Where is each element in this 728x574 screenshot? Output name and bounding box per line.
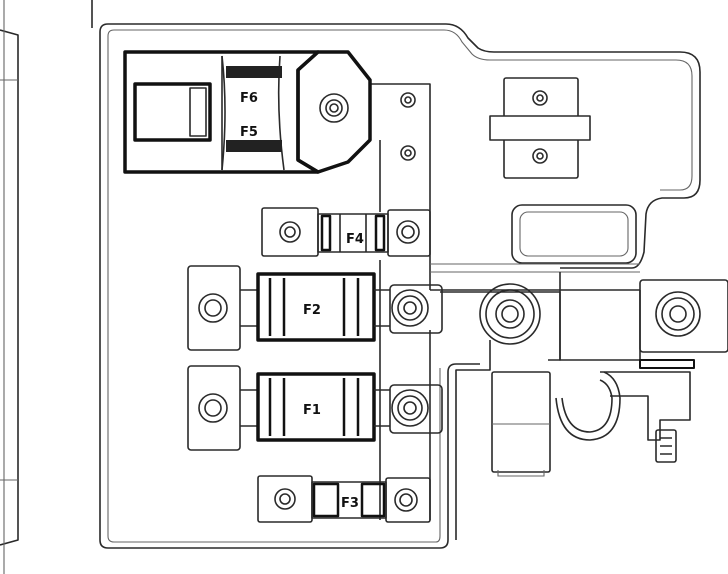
main-terminal-stud — [440, 283, 561, 540]
fuse-f3: F3 — [257, 475, 431, 523]
fuse-label-f2: F2 — [303, 303, 321, 318]
enclosure-outline — [99, 23, 701, 549]
fuse-f4: F4 — [261, 207, 431, 257]
fuse-label-f5: F5 — [240, 125, 258, 140]
inner-panel — [511, 204, 637, 264]
fuse-housing-f5-f6: F6 F5 — [123, 50, 372, 174]
fuse-label-f1: F1 — [303, 403, 321, 418]
fuse-label-f6: F6 — [240, 91, 258, 106]
fuse-f1: F1 — [187, 365, 443, 451]
fuse-f2: F2 — [187, 265, 443, 351]
fuse-label-f4: F4 — [346, 232, 364, 247]
mounting-bracket-top-right — [489, 77, 591, 179]
cable-loop — [555, 371, 621, 441]
right-terminal-block — [559, 272, 728, 463]
fuse-label-f3: F3 — [341, 496, 359, 511]
left-housing-wall — [0, 0, 93, 574]
